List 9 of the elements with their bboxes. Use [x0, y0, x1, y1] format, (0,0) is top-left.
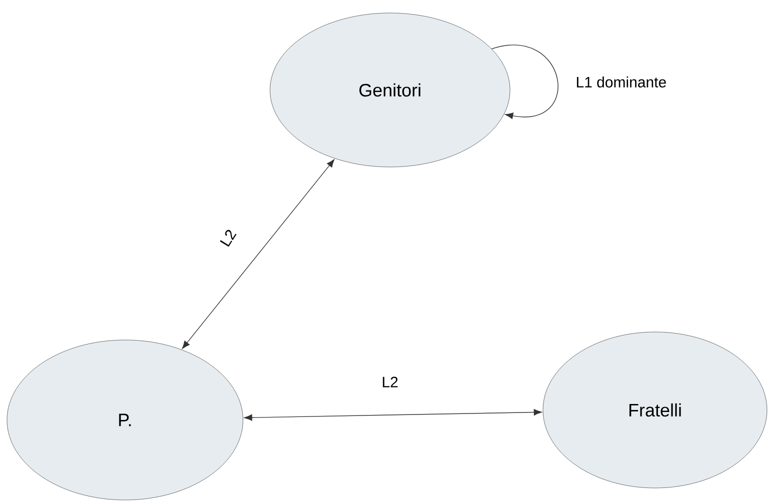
arrow [244, 409, 542, 421]
ellipse-node: Fratelli [542, 332, 768, 488]
arrow [182, 159, 334, 349]
edge-label: L2 [380, 376, 400, 388]
edge-label: L1 dominante [576, 76, 666, 88]
arrow [491, 44, 558, 120]
edge-label: L2 [218, 226, 238, 250]
ellipse-node: P. [6, 340, 244, 500]
ellipse-node: Genitori [270, 12, 510, 168]
